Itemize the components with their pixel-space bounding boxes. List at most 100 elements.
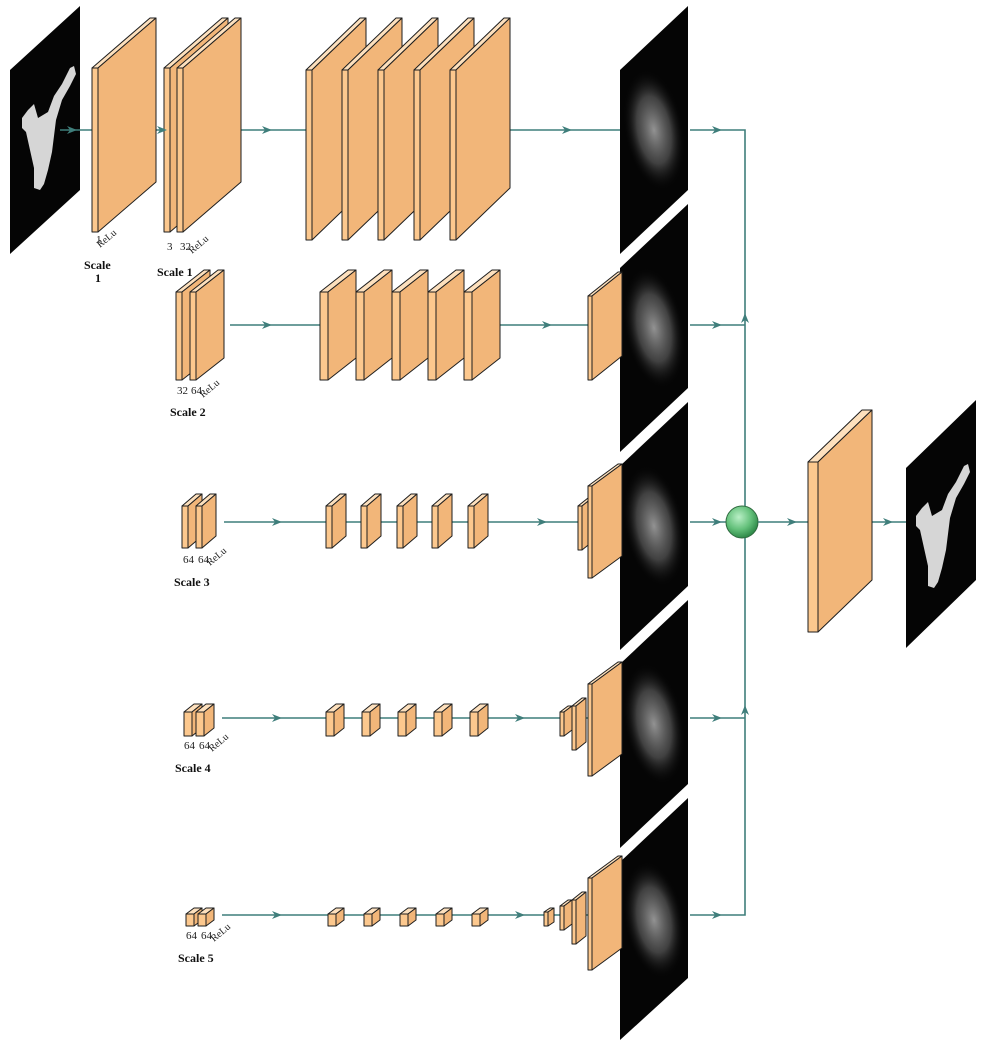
block-front-face: [808, 462, 818, 632]
block-front-face: [190, 292, 196, 380]
block-front-face: [378, 70, 384, 240]
conv-block-scale4-b1: [326, 704, 344, 736]
conv-block-scale5-b4: [436, 908, 452, 926]
block-front-face: [326, 712, 334, 736]
output-image: [906, 400, 976, 648]
conv-block-output: [808, 410, 872, 632]
conv-block-scale2-b5: [464, 270, 500, 380]
block-front-face: [468, 506, 474, 548]
block-front-face: [196, 712, 204, 736]
conv-blocks: [92, 18, 872, 970]
block-front-face: [428, 292, 436, 380]
block-front-face: [177, 68, 183, 232]
block-front-face: [184, 712, 192, 736]
block-front-face: [342, 70, 348, 240]
block-front-face: [470, 712, 478, 736]
conv-block-scale4-c2: [572, 698, 586, 750]
block-front-face: [328, 914, 336, 926]
block-front-face: [560, 906, 564, 930]
block-front-face: [196, 506, 202, 548]
conv-block-scale5-c3: [572, 892, 586, 944]
block-front-face: [392, 292, 400, 380]
merge-node: [726, 506, 758, 538]
block-side-face: [818, 410, 872, 632]
block-front-face: [578, 506, 582, 550]
conv-block-scale3-b1: [326, 494, 346, 548]
block-front-face: [544, 912, 548, 926]
block-front-face: [472, 914, 480, 926]
conv-block-scale3-b3: [397, 494, 417, 548]
block-front-face: [398, 712, 406, 736]
block-front-face: [397, 506, 403, 548]
block-front-face: [588, 684, 592, 776]
conv-block-scale5-b3: [400, 908, 416, 926]
caption-scale-5: Scale 5: [178, 951, 214, 965]
label-channels-32: 32: [177, 385, 188, 397]
conv-block-scale4-c1: [560, 706, 572, 736]
block-front-face: [364, 914, 372, 926]
block-front-face: [588, 296, 592, 380]
block-side-face: [98, 18, 156, 232]
block-front-face: [186, 914, 194, 926]
block-side-face: [564, 900, 572, 930]
block-front-face: [432, 506, 438, 548]
block-front-face: [306, 70, 312, 240]
block-front-face: [588, 486, 592, 578]
block-side-face: [564, 706, 572, 736]
caption-scale-4: Scale 4: [175, 761, 211, 775]
block-front-face: [182, 506, 188, 548]
conv-block-scale3-b5: [468, 494, 488, 548]
caption-scale-1-line2: 1: [95, 271, 101, 285]
caption-scale-1-line1: Scale: [84, 258, 111, 272]
conv-block-scale4-b4: [434, 704, 452, 736]
block-front-face: [588, 878, 592, 970]
block-side-face: [592, 272, 622, 380]
block-side-face: [576, 892, 586, 944]
caption-scale-1b: Scale 1: [157, 265, 193, 279]
caption-scale-3: Scale 3: [174, 575, 210, 589]
conv-block-scale5-b2: [364, 908, 380, 926]
conv-block-scale5-c1: [544, 908, 554, 926]
label-activation: ReLu: [209, 922, 233, 945]
label-channels-64: 64: [184, 740, 196, 752]
block-front-face: [361, 506, 367, 548]
block-front-face: [362, 712, 370, 736]
conv-block-scale2-c: [588, 272, 622, 380]
block-front-face: [436, 914, 444, 926]
conv-block-scale2-b4: [428, 270, 464, 380]
conv-block-scale2-b3: [392, 270, 428, 380]
label-activation: ReLu: [187, 234, 211, 257]
conv-block-scale3-c2: [588, 464, 622, 578]
conv-block-scale4-b3: [398, 704, 416, 736]
block-front-face: [164, 68, 170, 232]
conv-block-scale5-c2: [560, 900, 572, 930]
conv-block-scale1-a: [92, 18, 156, 232]
block-front-face: [560, 712, 564, 736]
label-activation: ReLu: [207, 732, 231, 755]
conv-block-scale2-b2: [356, 270, 392, 380]
block-front-face: [92, 68, 98, 232]
block-front-face: [450, 70, 456, 240]
block-front-face: [572, 706, 576, 750]
label-channels-3: 3: [167, 241, 173, 253]
conv-block-scale4-b2: [362, 704, 380, 736]
conv-block-scale3-b4: [432, 494, 452, 548]
conv-block-scale2-b1: [320, 270, 356, 380]
conv-block-scale5-b5: [472, 908, 488, 926]
conv-block-scale4-b5: [470, 704, 488, 736]
caption-scale-2: Scale 2: [170, 405, 206, 419]
conv-block-scale3-b2: [361, 494, 381, 548]
conv-block-scale5-b1: [328, 908, 344, 926]
block-front-face: [434, 712, 442, 736]
block-front-face: [176, 292, 182, 380]
conv-block-scale4-c3: [588, 662, 622, 776]
block-front-face: [198, 914, 206, 926]
block-front-face: [356, 292, 364, 380]
block-front-face: [400, 914, 408, 926]
block-front-face: [464, 292, 472, 380]
block-front-face: [572, 900, 576, 944]
block-front-face: [414, 70, 420, 240]
block-front-face: [320, 292, 328, 380]
